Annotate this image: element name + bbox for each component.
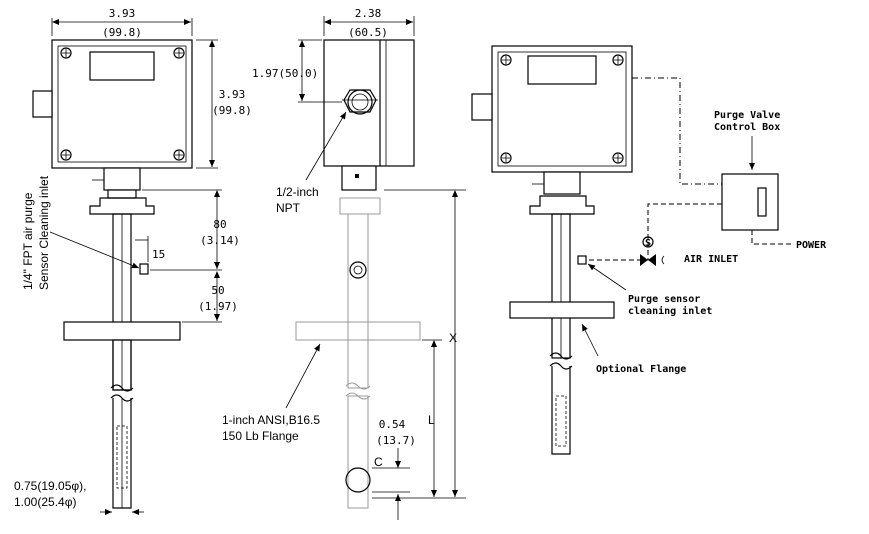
middle-height-label: 1.97(50.0)	[252, 67, 318, 80]
right-display-window	[527, 55, 597, 85]
left-height-in: 3.93	[219, 88, 246, 101]
left-width-mm: (99.8)	[102, 26, 142, 39]
dim-054-mm: (13.7)	[376, 434, 416, 447]
dim-80: 80	[213, 218, 226, 231]
middle-view: 2.38 (60.5) 1.97(50.0) 1/2-inch NPT 1-in…	[222, 7, 466, 520]
dim-50: 50	[211, 284, 224, 297]
left-width-in: 3.93	[109, 7, 136, 20]
dim-x: X	[449, 331, 457, 345]
purge-sensor-label-1: Purge sensor	[628, 294, 700, 305]
dim-054: 0.54	[379, 418, 406, 431]
middle-purge-port	[349, 261, 367, 279]
left-cable-gland	[32, 90, 53, 118]
flange-label-2: 150 Lb Flange	[222, 429, 299, 443]
diameter-label-1: 0.75(19.05φ),	[14, 479, 87, 493]
middle-width-in: 2.38	[355, 7, 382, 20]
dim-15: 15	[152, 248, 165, 261]
air-inlet-label: AIR INLET	[684, 254, 738, 265]
left-height-dimension: 3.93 (99.8)	[196, 39, 252, 169]
middle-enclosure	[323, 39, 415, 167]
optional-flange-label: Optional Flange	[596, 363, 686, 375]
dim-80-in: (3.14)	[200, 234, 240, 247]
purge-inlet-label-2: Sensor Cleaning inlet	[37, 175, 51, 290]
left-purge-port	[139, 263, 149, 275]
dim-50-in: (1.97)	[198, 300, 238, 313]
solenoid-symbol: S	[645, 238, 651, 249]
right-view: Purge Valve Control Box POWER S AIR INLE…	[471, 45, 827, 455]
valve-symbol	[640, 254, 656, 266]
purge-box-label-1: Purge Valve	[714, 110, 780, 121]
left-enclosure	[51, 39, 193, 169]
right-corner-screws	[500, 54, 624, 164]
purge-sensor-label-2: cleaning inlet	[628, 305, 712, 317]
purge-box-label-2: Control Box	[714, 122, 780, 133]
power-label: POWER	[796, 240, 827, 251]
npt-fitting	[342, 89, 378, 115]
middle-width-mm: (60.5)	[348, 26, 388, 39]
left-flange	[63, 321, 181, 341]
left-width-dimension: 3.93 (99.8)	[51, 7, 193, 39]
npt-label-1: 1/2-inch	[276, 185, 319, 199]
diameter-label-2: 1.00(25.4φ)	[14, 495, 76, 509]
npt-label-2: NPT	[276, 201, 301, 215]
flange-label-1: 1-inch ANSI,B16.5	[222, 413, 320, 427]
purge-inlet-label-1: 1/4" FPT air purge	[21, 192, 35, 290]
right-flange	[509, 301, 615, 319]
purge-control-box	[721, 173, 779, 231]
right-enclosure	[491, 45, 633, 173]
dim-l: L	[428, 413, 435, 427]
middle-flange	[295, 321, 421, 341]
left-display-window	[89, 51, 155, 81]
left-view: 3.93 (99.8) 3.93 (99.8)	[14, 7, 252, 515]
centerline-symbol: C	[374, 455, 383, 469]
left-corner-screws	[60, 47, 185, 161]
left-height-mm: (99.8)	[212, 104, 252, 117]
